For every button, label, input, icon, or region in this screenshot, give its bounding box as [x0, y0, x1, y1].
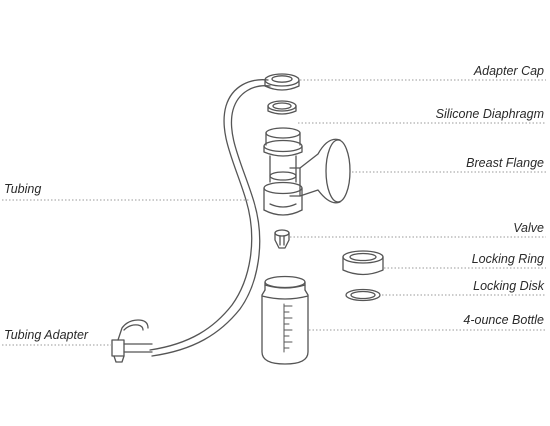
breast-flange-label: Breast Flange: [466, 156, 544, 170]
locking-ring-label: Locking Ring: [471, 252, 544, 266]
valve-label: Valve: [513, 221, 544, 235]
bottle-label: 4-ounce Bottle: [463, 313, 544, 327]
pump-body: [263, 127, 303, 216]
valve: [274, 229, 290, 249]
leader-lines: [2, 79, 546, 346]
tubing-adapter-label: Tubing Adapter: [4, 328, 89, 342]
locking-disk: [345, 288, 381, 302]
locking-ring: [342, 250, 384, 276]
silicone-diaphragm-label: Silicone Diaphragm: [435, 107, 544, 121]
adapter-cap-label: Adapter Cap: [473, 64, 544, 78]
tubing: [149, 79, 271, 357]
bottle: [261, 275, 309, 365]
breast-flange: [289, 138, 351, 204]
tubing-adapter: [111, 319, 153, 363]
silicone-diaphragm: [267, 100, 297, 115]
adapter-cap: [264, 73, 300, 91]
tubing-label: Tubing: [4, 182, 42, 196]
locking-disk-label: Locking Disk: [473, 279, 544, 293]
